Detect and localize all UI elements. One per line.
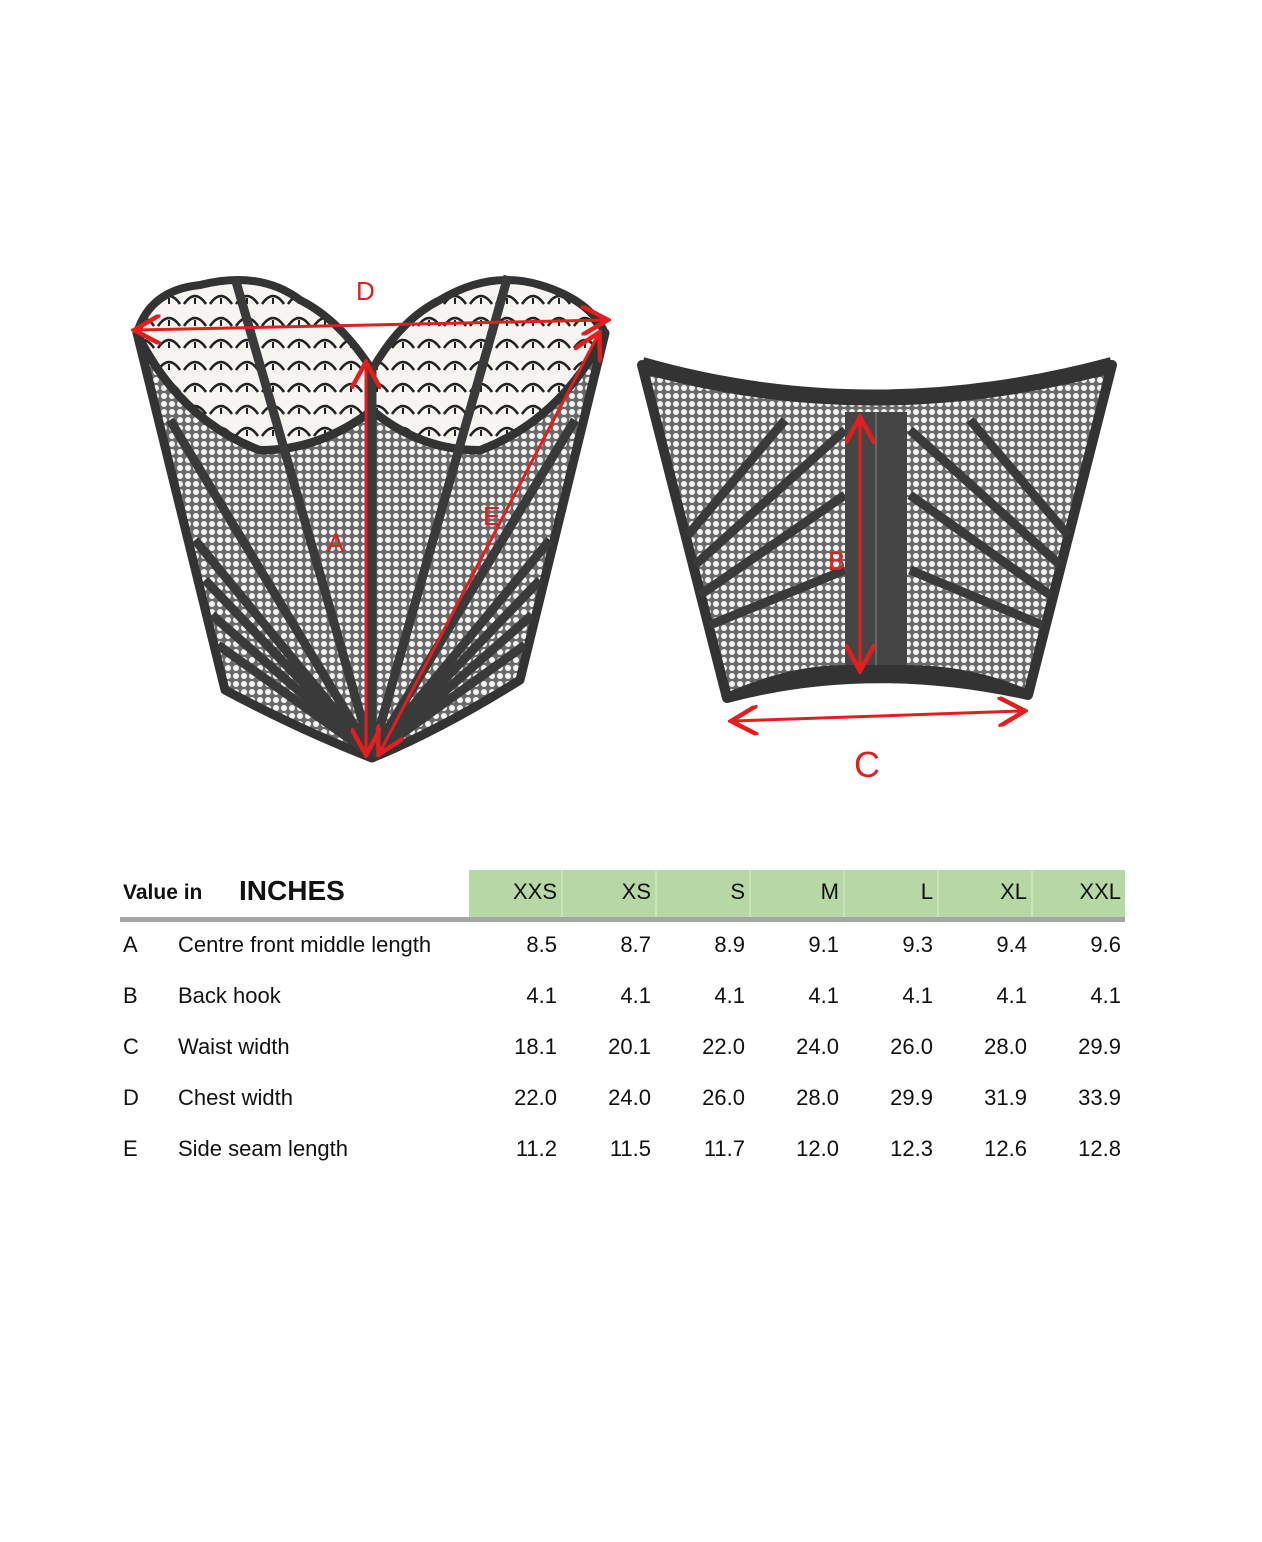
cell-s: 22.0 <box>702 1034 745 1059</box>
size-chart-table: Value in INCHES XXS XS S M L XL XXL A Centre fr… <box>120 870 1125 1177</box>
size-header-xs: XS <box>621 879 651 904</box>
row-letter: C <box>123 1034 139 1059</box>
unit-label: INCHES <box>239 875 345 906</box>
cell-m: 28.0 <box>796 1085 839 1110</box>
cell-l: 26.0 <box>890 1034 933 1059</box>
cell-l: 4.1 <box>902 983 933 1008</box>
cell-xl: 9.4 <box>996 932 1027 957</box>
cell-m: 4.1 <box>808 983 839 1008</box>
cell-s: 4.1 <box>714 983 745 1008</box>
cell-xs: 8.7 <box>620 932 651 957</box>
cell-l: 9.3 <box>902 932 933 957</box>
column-separator <box>655 870 657 917</box>
front-corset-illustration: D A E <box>137 274 605 763</box>
row-letter: E <box>123 1136 138 1161</box>
table-row: A Centre front middle length 8.5 8.7 8.9 9.1 9… <box>120 922 1125 973</box>
cell-xxs: 4.1 <box>526 983 557 1008</box>
label-d: D <box>356 276 375 306</box>
cell-xxs: 22.0 <box>514 1085 557 1110</box>
corset-measurement-diagram: D A E B C <box>0 274 1117 785</box>
row-measurement-name: Side seam length <box>178 1136 348 1161</box>
cell-m: 9.1 <box>808 932 839 957</box>
cell-xxl: 9.6 <box>1090 932 1121 957</box>
header-divider <box>120 917 1125 922</box>
cell-l: 29.9 <box>890 1085 933 1110</box>
cell-xxl: 29.9 <box>1078 1034 1121 1059</box>
size-header-l: L <box>920 879 933 904</box>
table-row: C Waist width 18.1 20.1 22.0 24.0 26.0 28.0 29.9 <box>120 1024 1125 1075</box>
cell-xxs: 11.2 <box>515 1136 557 1161</box>
size-header-xxl: XXL <box>1079 879 1121 904</box>
size-header-xl: XL <box>1000 879 1027 904</box>
cell-s: 11.7 <box>703 1136 745 1161</box>
cell-xs: 11.5 <box>609 1136 651 1161</box>
size-header-s: S <box>730 879 745 904</box>
row-measurement-name: Waist width <box>178 1034 290 1059</box>
cell-l: 12.3 <box>890 1136 933 1161</box>
cell-xs: 20.1 <box>608 1034 651 1059</box>
label-b: B <box>828 546 845 576</box>
label-e: E <box>483 501 500 531</box>
cell-m: 12.0 <box>796 1136 839 1161</box>
cell-xl: 4.1 <box>996 983 1027 1008</box>
cell-xl: 31.9 <box>984 1085 1027 1110</box>
row-letter: B <box>123 983 138 1008</box>
table-row: D Chest width 22.0 24.0 26.0 28.0 29.9 31.9 33.9 <box>120 1075 1125 1126</box>
table-row: B Back hook 4.1 4.1 4.1 4.1 4.1 4.1 4.1 <box>120 973 1125 1024</box>
cell-s: 26.0 <box>702 1085 745 1110</box>
row-measurement-name: Chest width <box>178 1085 293 1110</box>
cell-xxl: 4.1 <box>1090 983 1121 1008</box>
table-header: Value in INCHES XXS XS S M L XL XXL <box>120 870 1125 917</box>
label-a: A <box>327 528 345 558</box>
size-header-band <box>469 870 1125 917</box>
cell-s: 8.9 <box>714 932 745 957</box>
cell-xs: 24.0 <box>608 1085 651 1110</box>
cell-xxl: 12.8 <box>1078 1136 1121 1161</box>
size-header-m: M <box>820 879 839 904</box>
value-in-label: Value in <box>123 881 203 904</box>
size-header-xxs: XXS <box>512 879 557 904</box>
cell-m: 24.0 <box>796 1034 839 1059</box>
row-letter: D <box>123 1085 139 1110</box>
cell-xl: 12.6 <box>984 1136 1027 1161</box>
table-row: E Side seam length 11.2 11.5 11.7 12.0 12.3 12.… <box>120 1126 1125 1177</box>
cell-xxs: 18.1 <box>514 1034 557 1059</box>
column-separator <box>561 870 563 917</box>
column-separator <box>843 870 845 917</box>
row-letter: A <box>123 932 138 957</box>
label-c: C <box>854 744 880 785</box>
cell-xl: 28.0 <box>984 1034 1027 1059</box>
cell-xs: 4.1 <box>620 983 651 1008</box>
cell-xxs: 8.5 <box>526 932 557 957</box>
row-measurement-name: Back hook <box>178 983 281 1008</box>
row-measurement-name: Centre front middle length <box>178 932 432 957</box>
back-corset-illustration: B C <box>637 357 1117 785</box>
column-separator <box>749 870 751 917</box>
cell-xxl: 33.9 <box>1078 1085 1121 1110</box>
column-separator <box>1031 870 1033 917</box>
column-separator <box>937 870 939 917</box>
